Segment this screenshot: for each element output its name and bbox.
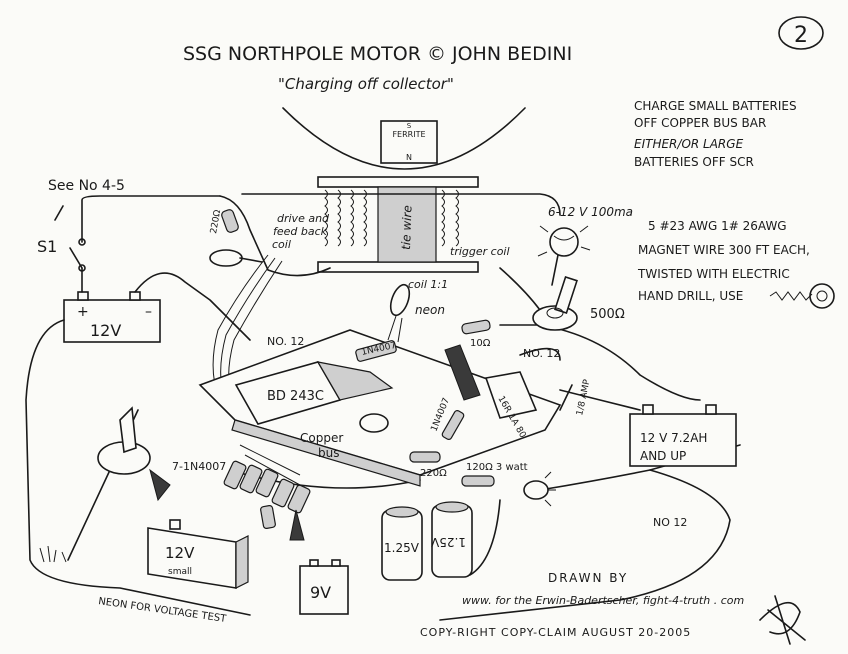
- svg-text:HAND DRILL, USE: HAND DRILL, USE: [638, 289, 743, 303]
- lamp: 6-12 V 100ma: [537, 205, 633, 257]
- svg-text:coil 1:1: coil 1:1: [408, 278, 448, 291]
- resistor-220-board: 220Ω: [409, 451, 447, 479]
- website: www. for the Erwin-Badertscher, fight-4-…: [462, 594, 744, 607]
- resistor-10: 10Ω: [461, 319, 491, 349]
- svg-text:AND UP: AND UP: [640, 449, 686, 463]
- diode-bank: [223, 444, 311, 541]
- rotor-arc: [282, 107, 526, 170]
- indicator-bulb: [523, 471, 556, 507]
- led-indicator: [209, 249, 263, 267]
- charge-battery-12v-7ah: 12 V 7.2AH AND UP: [629, 404, 737, 467]
- svg-text:drive and: drive and: [277, 212, 330, 225]
- coil-assembly: tie wire: [317, 176, 479, 273]
- switch-s1: [69, 238, 86, 272]
- drawn-by: DRAWN BY: [548, 571, 628, 585]
- svg-text:FERRITE: FERRITE: [392, 130, 425, 139]
- resistor-120: 120Ω 3 watt: [461, 462, 528, 487]
- svg-text:N: N: [406, 153, 412, 162]
- twisted-wire-icon: [769, 291, 813, 301]
- page-number-circle: [778, 16, 824, 50]
- svg-text:MAGNET WIRE 300 FT EACH,: MAGNET WIRE 300 FT EACH,: [638, 243, 810, 257]
- svg-text:12 V 7.2AH: 12 V 7.2AH: [640, 431, 707, 445]
- battery-9v: 9V: [299, 559, 349, 615]
- svg-text:S1: S1: [37, 237, 57, 256]
- svg-text:9V: 9V: [310, 583, 331, 602]
- potentiometer-500: 500Ω: [532, 275, 625, 331]
- wire-coil-icon: [809, 283, 835, 309]
- cell-a: 1.25V: [381, 506, 423, 581]
- cell-b: 1.25V: [430, 501, 473, 578]
- neon-bulb: neon: [387, 283, 445, 343]
- svg-text:+: +: [77, 304, 89, 320]
- svg-text:10Ω: 10Ω: [470, 338, 491, 349]
- svg-text:7-1N4007: 7-1N4007: [172, 460, 226, 473]
- svg-text:1.25V: 1.25V: [430, 535, 466, 549]
- wire-note: 5 #23 AWG 1# 26AWG MAGNET WIRE 300 FT EA…: [637, 219, 835, 309]
- signature: JB: [759, 595, 806, 645]
- svg-text:small: small: [168, 567, 192, 577]
- svg-text:NO. 12: NO. 12: [523, 347, 560, 360]
- page-number: 2: [794, 23, 808, 48]
- svg-text:Copper: Copper: [300, 431, 343, 445]
- svg-text:See No 4-5: See No 4-5: [48, 178, 125, 194]
- svg-text:TWISTED WITH ELECTRIC: TWISTED WITH ELECTRIC: [637, 267, 790, 281]
- svg-text:trigger coil: trigger coil: [450, 245, 510, 258]
- run-battery-12v: + – 12V: [63, 291, 161, 343]
- svg-text:coil: coil: [272, 238, 291, 251]
- svg-text:neon: neon: [415, 303, 445, 317]
- circuit-board: [198, 329, 562, 487]
- resistor-220: 220Ω: [209, 209, 239, 235]
- svg-text:12V: 12V: [165, 544, 195, 562]
- ground-probe: [39, 406, 171, 563]
- note-arrow: [54, 205, 64, 221]
- svg-text:BD 243C: BD 243C: [267, 389, 324, 404]
- svg-text:S: S: [407, 122, 412, 130]
- svg-text:BATTERIES OFF SCR: BATTERIES OFF SCR: [634, 155, 754, 169]
- ferrite-magnet: [380, 120, 438, 164]
- page-title: SSG NORTHPOLE MOTOR © JOHN BEDINI: [183, 43, 572, 65]
- svg-text:12V: 12V: [90, 321, 121, 340]
- svg-text:500Ω: 500Ω: [590, 307, 625, 322]
- neon-test-label: NEON FOR VOLTAGE TEST: [98, 596, 228, 625]
- svg-text:5 #23 AWG 1# 26AWG: 5 #23 AWG 1# 26AWG: [648, 219, 787, 233]
- svg-text:–: –: [145, 304, 152, 320]
- svg-text:1.25V: 1.25V: [384, 541, 420, 555]
- charge-note: CHARGE SMALL BATTERIES OFF COPPER BUS BA…: [634, 99, 797, 169]
- page-subtitle: "Charging off collector": [278, 75, 454, 93]
- svg-text:bus: bus: [318, 446, 339, 460]
- small-battery-12v: 12V small: [147, 519, 249, 589]
- svg-text:tie wire: tie wire: [399, 205, 415, 250]
- fuse: 1/8 AMP: [559, 378, 593, 417]
- svg-text:feed back: feed back: [273, 225, 328, 238]
- svg-text:JB: JB: [785, 619, 787, 621]
- transistor-bd243c: BD 243C: [234, 361, 394, 425]
- svg-text:EITHER/OR LARGE: EITHER/OR LARGE: [634, 137, 744, 151]
- copyright: COPY-RIGHT COPY-CLAIM AUGUST 20-2005: [420, 626, 691, 639]
- svg-text:220Ω: 220Ω: [420, 468, 447, 479]
- svg-text:OFF COPPER BUS BAR: OFF COPPER BUS BAR: [634, 116, 766, 130]
- svg-text:NO. 12: NO. 12: [267, 335, 304, 348]
- svg-text:CHARGE SMALL BATTERIES: CHARGE SMALL BATTERIES: [634, 99, 797, 113]
- svg-text:6-12 V 100ma: 6-12 V 100ma: [548, 205, 633, 219]
- svg-text:NO 12: NO 12: [653, 516, 687, 529]
- svg-text:220Ω: 220Ω: [209, 209, 223, 235]
- svg-text:120Ω 3 watt: 120Ω 3 watt: [466, 462, 528, 473]
